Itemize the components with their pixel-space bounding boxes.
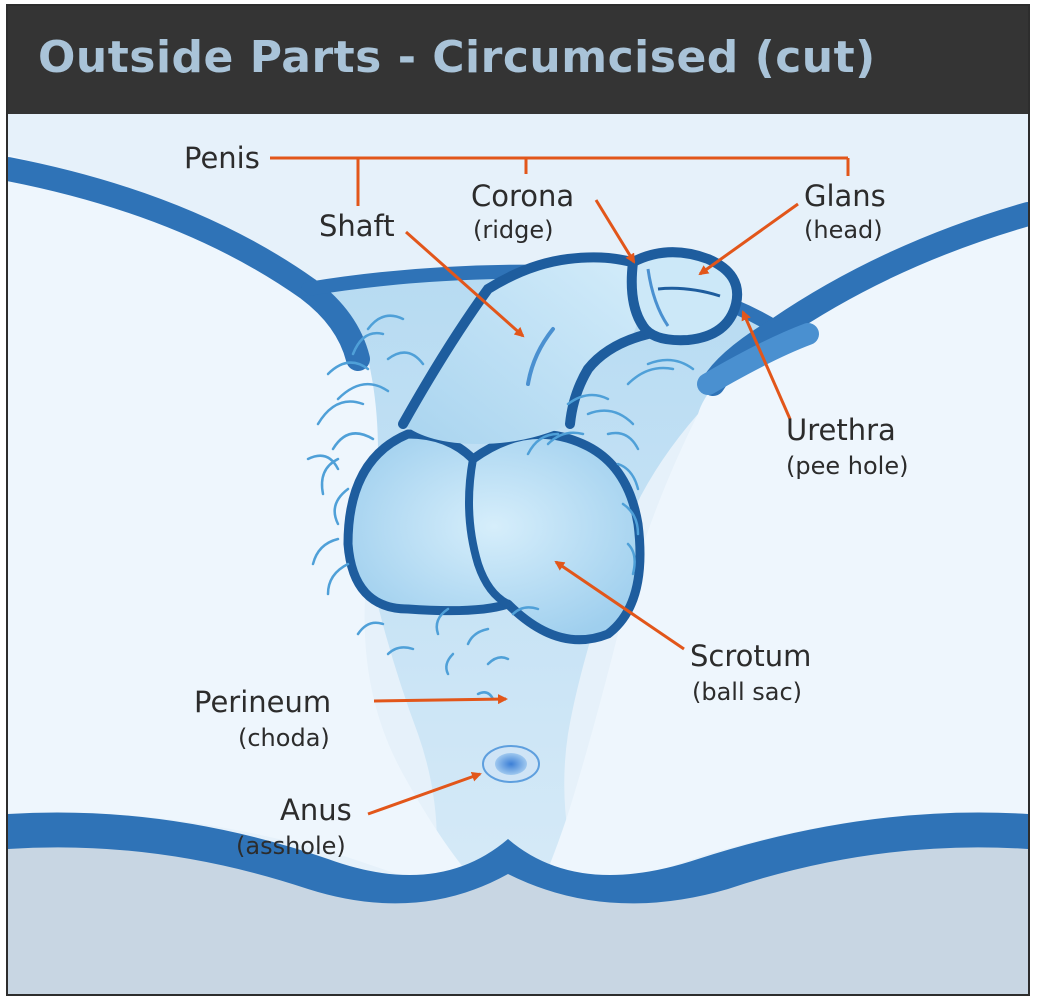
label-scrotum-sub: (ball sac) (692, 678, 802, 706)
corona-line (646, 268, 670, 327)
shaft-vein (526, 327, 555, 386)
title-bar: Outside Parts - Circumcised (cut) (8, 6, 1028, 114)
glans-arrow (698, 202, 799, 276)
label-penis: Penis (184, 141, 260, 175)
label-corona-sub: (ridge) (473, 216, 554, 244)
label-perineum-sub: (choda) (238, 724, 330, 752)
urethral-opening (657, 286, 721, 298)
label-urethra: Urethra (786, 413, 896, 447)
scrotum-seam (465, 455, 512, 608)
shaft-arrow (405, 230, 525, 338)
right-thigh (528, 209, 1028, 914)
label-perineum: Perineum (194, 685, 331, 719)
label-glans-sub: (head) (804, 216, 883, 244)
corona-arrow (594, 199, 636, 264)
label-anus-sub: (asshole) (236, 832, 346, 860)
anus (495, 753, 527, 775)
buttocks-outline (8, 812, 1028, 904)
penis-shaft (403, 257, 642, 444)
bottom-shadow (8, 842, 1028, 994)
scrotum-arrow (554, 560, 685, 651)
scrotum (343, 429, 645, 645)
anus-arrow (367, 771, 482, 816)
diagram-title: Outside Parts - Circumcised (cut) (38, 32, 876, 83)
glans (626, 247, 743, 346)
shaft-bottom-outline (565, 329, 653, 429)
left-thigh-crease (8, 157, 370, 371)
label-shaft: Shaft (319, 209, 395, 243)
shaft-top-outline (398, 252, 643, 429)
leader-lines (270, 156, 850, 816)
diagram-frame: Outside Parts - Circumcised (cut) (6, 4, 1030, 996)
label-glans: Glans (804, 179, 886, 213)
label-scrotum: Scrotum (690, 639, 811, 673)
urethra-arrow (741, 310, 792, 420)
pubic-hair (306, 314, 695, 701)
label-anus: Anus (280, 793, 352, 827)
perineum-arrow (373, 694, 508, 705)
anatomy-illustration: Penis Shaft Corona (ridge) Glans (head) … (8, 114, 1028, 994)
left-thigh (8, 154, 508, 914)
label-corona: Corona (471, 179, 574, 213)
label-urethra-sub: (pee hole) (786, 452, 908, 480)
